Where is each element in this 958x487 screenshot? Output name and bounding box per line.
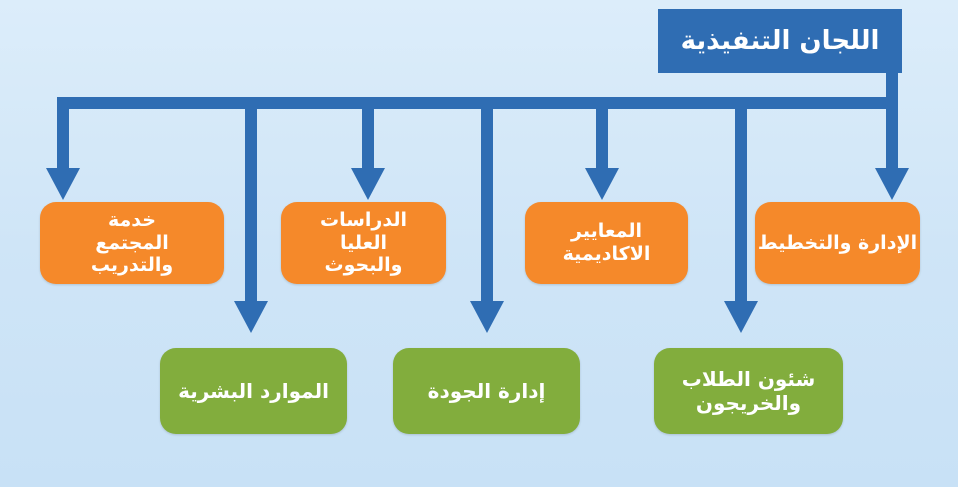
down-arrow-icon <box>470 103 504 333</box>
down-arrow-icon <box>724 103 758 333</box>
down-arrow-icon <box>585 103 619 200</box>
committee-graduate-studies[interactable]: الدراسات العليا والبحوث <box>281 202 446 284</box>
down-arrow-icon <box>875 103 909 200</box>
down-arrow-icon <box>46 103 80 200</box>
down-arrow-icon <box>351 103 385 200</box>
committee-planning[interactable]: الإدارة والتخطيط <box>755 202 920 284</box>
title-box: اللجان التنفيذية <box>658 9 902 73</box>
down-arrow-icon <box>234 103 268 333</box>
committee-student-affairs[interactable]: شئون الطلاب والخريجون <box>654 348 843 434</box>
committee-academic-standards[interactable]: المعايير الاكاديمية <box>525 202 688 284</box>
committee-quality[interactable]: إدارة الجودة <box>393 348 580 434</box>
connector-horizontal-bar <box>57 97 898 109</box>
committee-human-resources[interactable]: الموارد البشرية <box>160 348 347 434</box>
committee-community-service[interactable]: خدمة المجتمع والتدريب <box>40 202 224 284</box>
connector-from-title <box>886 73 898 109</box>
